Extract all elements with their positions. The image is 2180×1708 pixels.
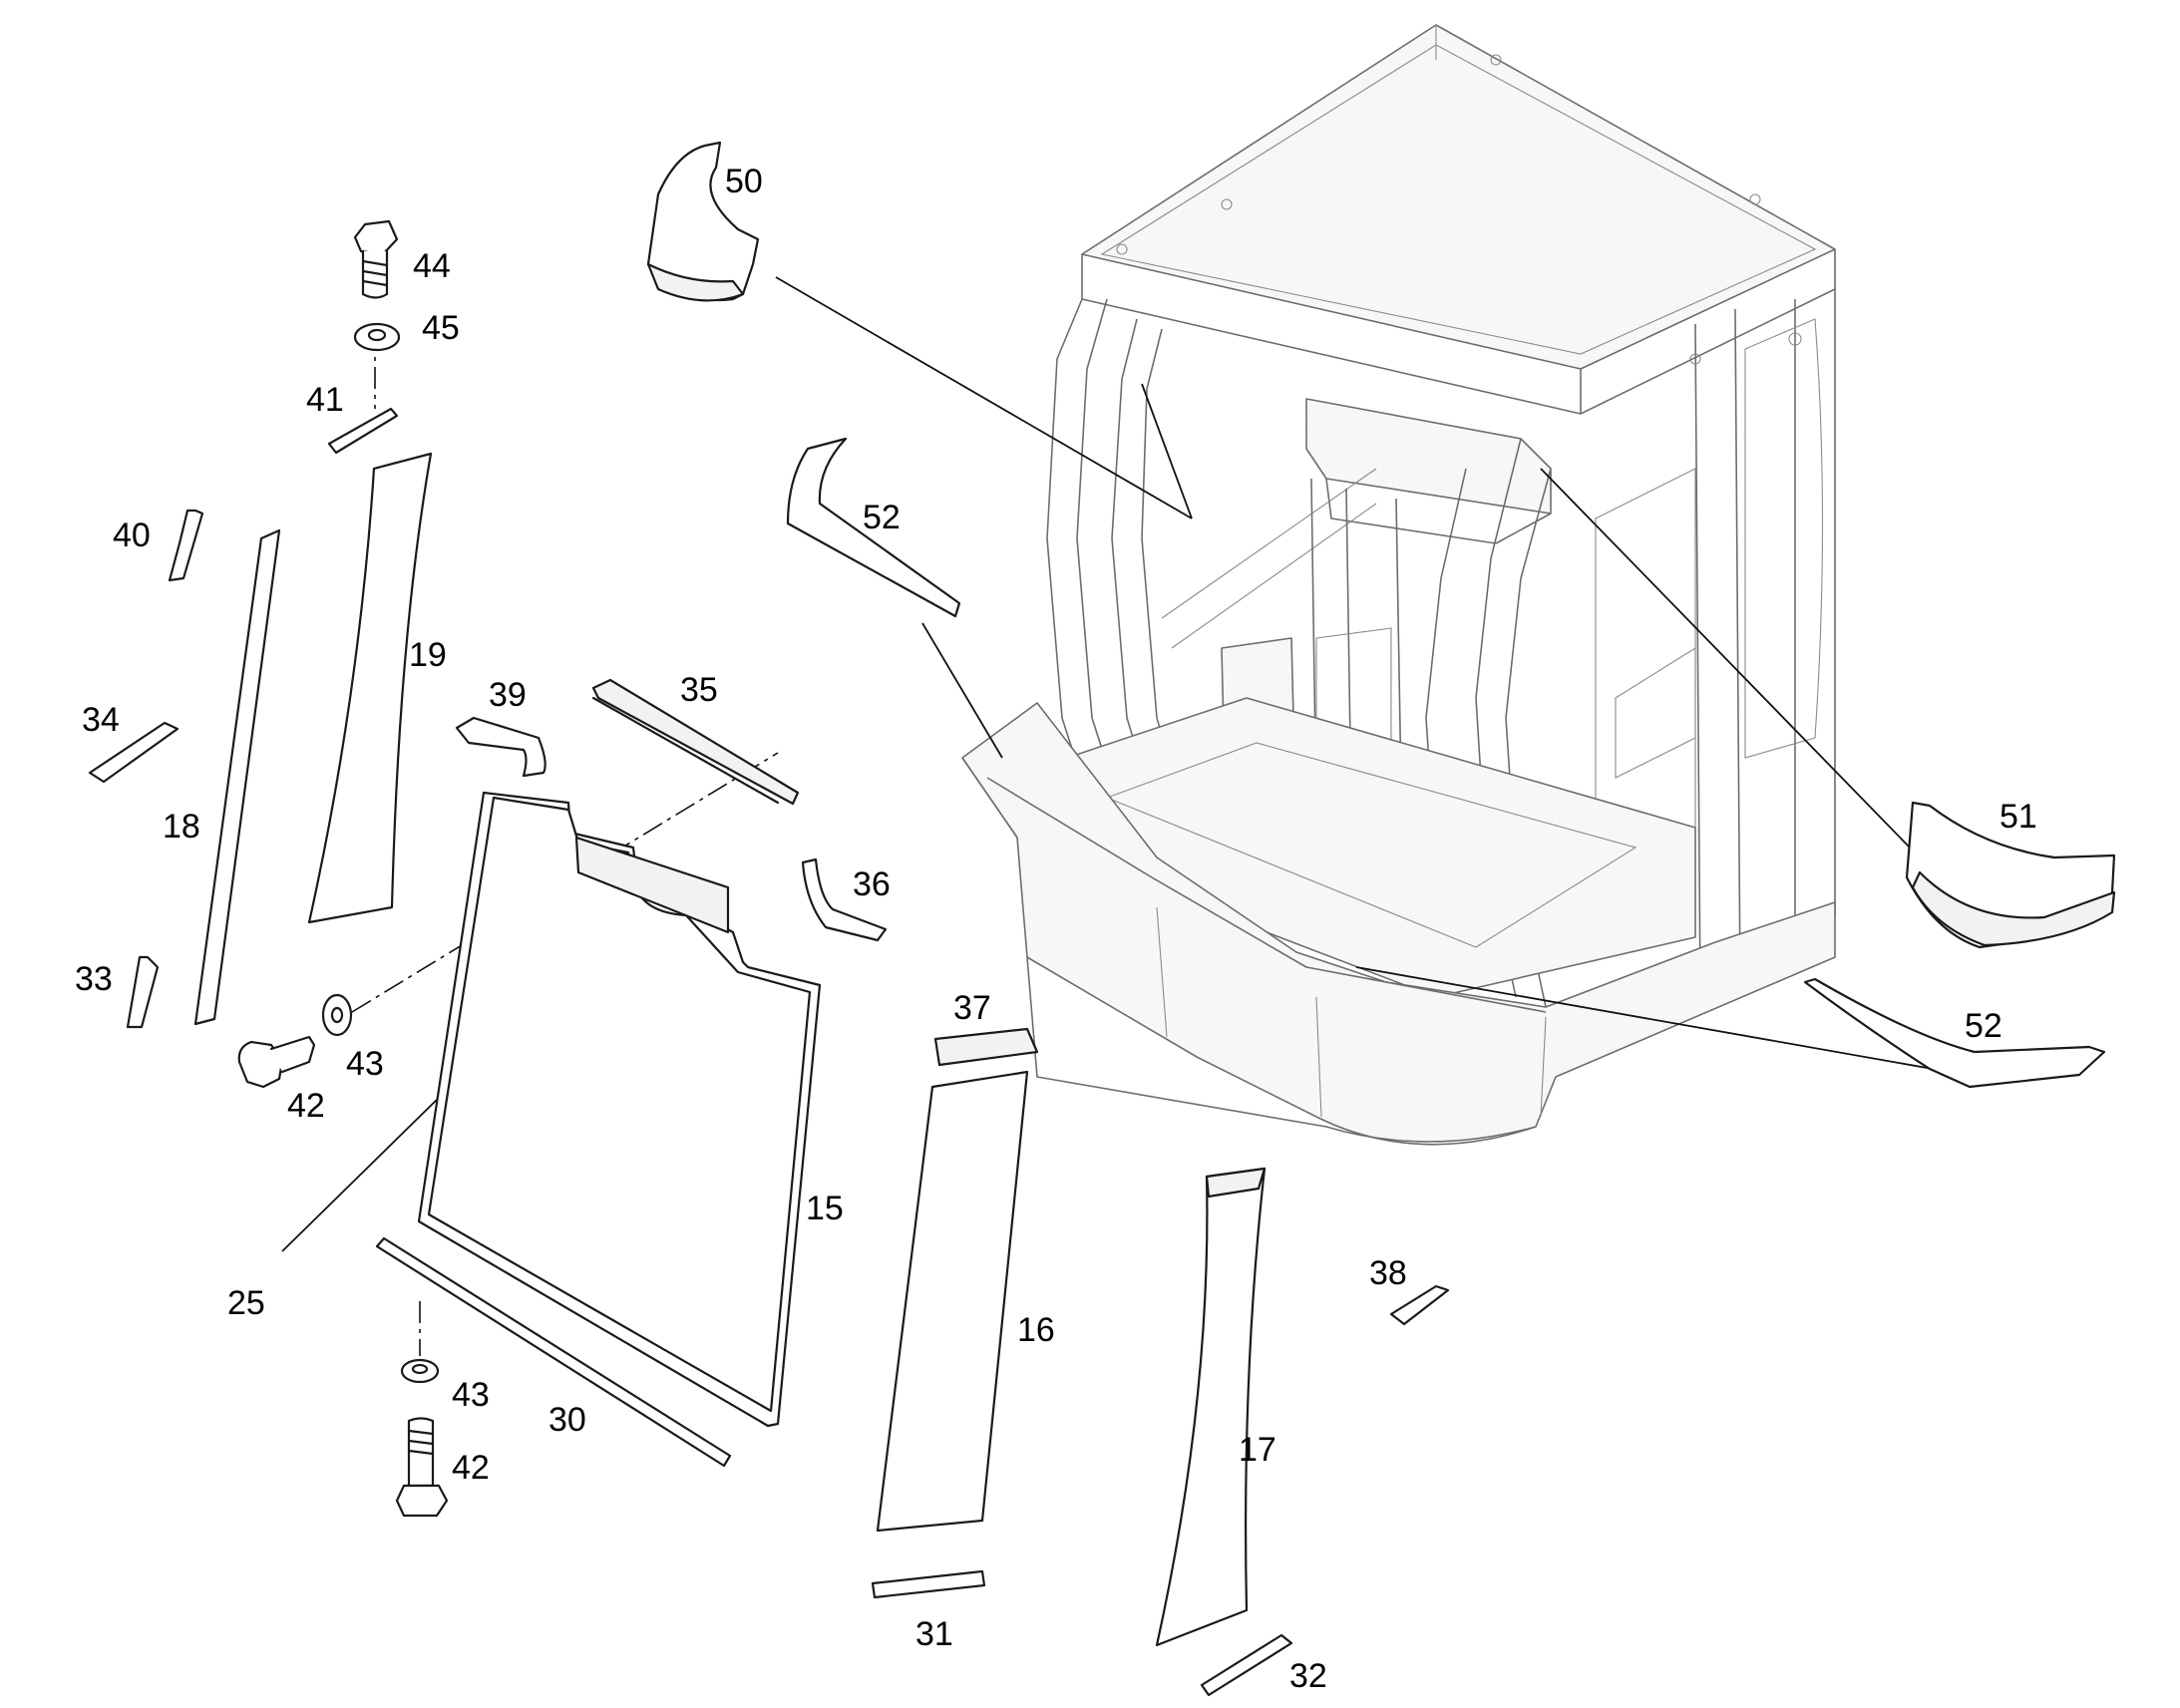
callout-52-lower: 52 <box>1965 1007 2002 1045</box>
part-16-pillar-panel <box>876 1070 1029 1533</box>
part-41-clip <box>327 407 399 455</box>
part-42-bolt-upper <box>237 1035 316 1089</box>
part-30-strip <box>375 1236 732 1468</box>
callout-35: 35 <box>680 671 718 709</box>
part-31-strip <box>871 1569 986 1599</box>
part-34-clip <box>88 721 180 784</box>
callout-30: 30 <box>548 1401 586 1439</box>
part-17-pillar <box>1155 1167 1267 1647</box>
part-43-washer-upper <box>321 993 353 1037</box>
callout-42-upper: 42 <box>287 1087 325 1125</box>
part-52-upper-trim <box>786 437 961 618</box>
callout-32: 32 <box>1289 1657 1327 1695</box>
part-36-bracket <box>801 857 888 942</box>
part-52-lower-trim <box>1803 977 2106 1089</box>
callout-38: 38 <box>1369 1254 1407 1292</box>
part-35-rail <box>591 678 800 806</box>
part-44-bolt <box>353 219 399 299</box>
callout-36: 36 <box>853 865 891 903</box>
part-32-strip <box>1200 1633 1293 1697</box>
callout-18: 18 <box>163 808 200 846</box>
part-45-washer <box>353 322 401 352</box>
part-33-clip <box>126 955 160 1029</box>
cab-body <box>961 24 1836 1146</box>
callout-45: 45 <box>422 309 460 347</box>
callout-25: 25 <box>227 1284 265 1322</box>
part-19-pillar-panel <box>307 452 433 924</box>
part-39-bracket <box>455 716 546 778</box>
part-43-washer-lower <box>400 1358 440 1384</box>
callout-41: 41 <box>306 381 344 419</box>
callout-labels: 50 44 45 41 52 40 19 39 35 34 18 36 51 3… <box>75 163 2037 1695</box>
callout-44: 44 <box>413 247 451 285</box>
callout-40: 40 <box>113 516 151 554</box>
callout-39: 39 <box>489 676 527 714</box>
part-42-bolt-lower <box>395 1417 449 1518</box>
part-50-corner-trim <box>646 141 760 302</box>
part-37-cap <box>933 1027 1039 1067</box>
callout-52-upper: 52 <box>863 499 901 536</box>
callout-42-lower: 42 <box>452 1449 490 1487</box>
callout-19: 19 <box>409 636 447 674</box>
callout-31: 31 <box>915 1615 953 1653</box>
callout-43-upper: 43 <box>346 1045 384 1083</box>
part-18-rod <box>193 528 281 1026</box>
callout-34: 34 <box>82 701 120 739</box>
callout-17: 17 <box>1239 1431 1276 1469</box>
part-51-corner-trim <box>1905 801 2116 949</box>
leader-51 <box>1540 468 1911 849</box>
callout-15: 15 <box>806 1190 844 1227</box>
leader-50-b <box>1141 383 1193 519</box>
leader-50 <box>775 276 1193 519</box>
leader-52-lower <box>1355 966 1951 1073</box>
callout-50: 50 <box>725 163 763 200</box>
callout-33: 33 <box>75 960 113 998</box>
callout-51: 51 <box>1999 798 2037 836</box>
part-38-clip <box>1389 1284 1450 1326</box>
part-40-clip <box>168 509 204 582</box>
leader-52-upper <box>921 622 1003 759</box>
callout-43-lower: 43 <box>452 1376 490 1414</box>
callout-16: 16 <box>1017 1311 1055 1349</box>
callout-37: 37 <box>953 989 991 1027</box>
